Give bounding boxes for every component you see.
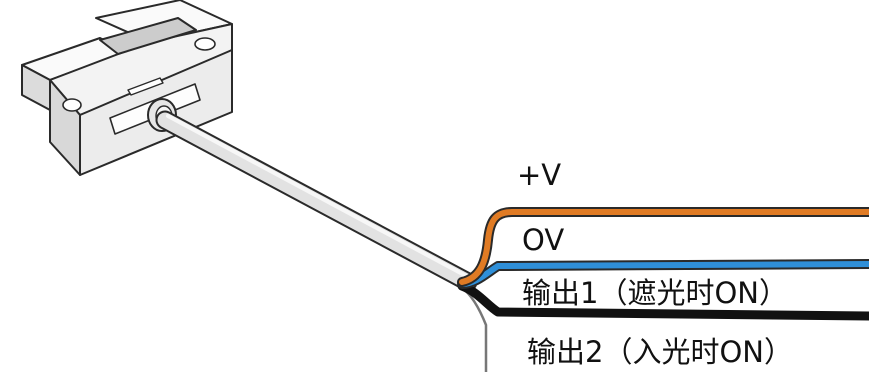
- wire-label-output2: 输出2（入光时ON）: [527, 335, 793, 369]
- wire-label-output1: 输出1（遮光时ON）: [522, 276, 788, 310]
- sensor-cable: [155, 110, 478, 292]
- wire-vplus-color: [459, 209, 869, 285]
- wire-label-0v: OV: [522, 223, 565, 257]
- photoelectric-sensor: [21, 0, 233, 176]
- wire-label-vplus: +V: [517, 158, 562, 192]
